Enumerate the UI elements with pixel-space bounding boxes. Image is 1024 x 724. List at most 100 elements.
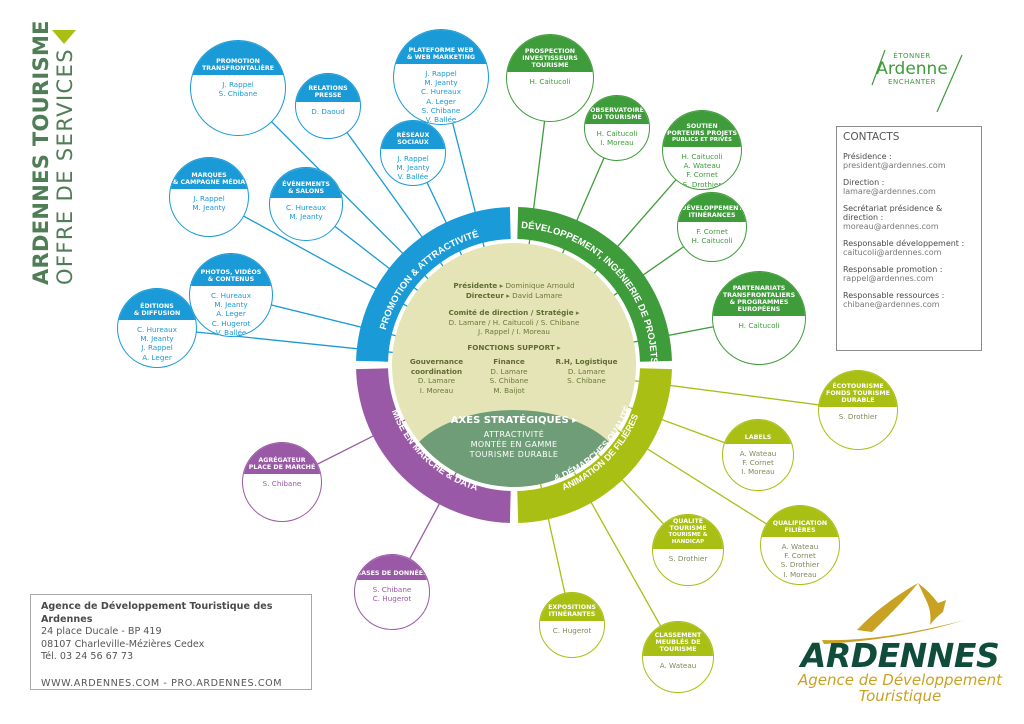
contacts-box: CONTACTS Présidence :president@ardennes.… (836, 126, 982, 351)
member-name: V. Ballée (397, 172, 429, 182)
member-name: S. Chibane (262, 479, 302, 488)
member-name: J. Rappel (193, 194, 225, 203)
member-name: H. Caitucoli (529, 77, 571, 86)
node-title-line: PLACE DE MARCHÉ (248, 464, 316, 471)
member-name: A. Wateau (781, 542, 819, 551)
brand-slash-left (871, 49, 886, 86)
node-title-line: TRANSFRONTALIERS (722, 292, 796, 299)
node-title-line: & DIFFUSION (133, 310, 181, 317)
sector-developpement[interactable] (517, 207, 672, 362)
node-title-line: ÉDITIONS (140, 303, 174, 310)
member-name: M. Jeanty (424, 78, 458, 88)
contact-email[interactable]: president@ardennes.com (843, 161, 946, 170)
member-name: H. Caitucoli (596, 129, 638, 138)
comite-line-1: D. Lamare / H. Caitucoli / S. Chibane (448, 317, 580, 327)
fonctions-label: FONCTIONS SUPPORT (467, 342, 555, 352)
agency-name: Agence de Développement Touristique des … (41, 601, 273, 625)
sector-animation[interactable] (517, 368, 672, 523)
directeur-label: Directeur (465, 290, 504, 300)
brand-name: Ardenne (876, 59, 948, 79)
logo-tagline-2: Touristique (858, 687, 942, 705)
node-title-line: PROMOTION (216, 58, 260, 65)
contact-label: Responsable développement : (843, 239, 965, 248)
sector-promotion[interactable] (356, 207, 511, 362)
node-title-line: ITINÉRANCES (688, 212, 736, 219)
address-phone: Tél. 03 24 56 67 73 (41, 651, 134, 662)
member-name: S. Drothier (682, 179, 722, 189)
contact-email[interactable]: caitucoli@ardennes.com (843, 248, 942, 257)
node-title-line: LABELS (744, 434, 772, 441)
node-title-line: ITINÉRANTES (548, 611, 596, 618)
axes-band (402, 410, 626, 487)
logo-mountain-icon (822, 583, 965, 644)
member-name: J. Rappel (222, 80, 254, 89)
member-name: A. Wateau (683, 161, 721, 171)
contact-email[interactable]: chibane@ardennes.com (843, 300, 940, 309)
member-name: F. Cornet (696, 227, 728, 236)
presidente-label: Présidente (453, 281, 498, 290)
triangle-marker-icon (52, 30, 76, 44)
member-name: C. Hureaux (137, 325, 177, 334)
member-name: M. Jeanty (140, 334, 174, 344)
contact-email[interactable]: moreau@ardennes.com (843, 222, 939, 231)
node-members: D. Daoud (311, 102, 345, 116)
node-title-line: SOCIAUX (397, 139, 429, 146)
sector-marche[interactable] (356, 368, 511, 523)
member-name: M. Jeanty (214, 300, 248, 310)
member-name: H. Caitucoli (681, 152, 723, 161)
node-title-line: PORTEURS PROJETS (666, 130, 738, 137)
node-title-line: DU TOURISME (592, 114, 642, 121)
member-name: V. Ballée (215, 327, 247, 337)
node-title-line: DÉVELOPPEMENT (681, 205, 743, 212)
node-title-line: FONDS TOURISME (826, 390, 890, 397)
member-name: J. Rappel (425, 69, 457, 78)
member-name: I. Moreau (600, 138, 634, 148)
contact-email[interactable]: lamare@ardennes.com (843, 187, 936, 196)
member-name: S. Drothier (780, 560, 820, 570)
member-name: F. Cornet (686, 170, 718, 180)
contact-label: Responsable ressources : (843, 291, 945, 300)
member-name: C. Hureaux (286, 203, 326, 212)
website-links[interactable]: WWW.ARDENNES.COM - PRO.ARDENNES.COM (41, 677, 283, 689)
node-title-line: CLASSEMENT (654, 632, 702, 639)
node-title-line: SOUTIEN (686, 123, 718, 130)
member-name: S. Drothier (838, 412, 878, 421)
logo-tagline-1: Agence de Développement (797, 671, 1002, 689)
member-name: M. Jeanty (289, 212, 323, 222)
node-title-line: FILIÈRES (784, 527, 816, 534)
member-name: I. Moreau (783, 569, 817, 579)
contact-label: Présidence : (843, 152, 892, 161)
contact-email[interactable]: rappel@ardennes.com (843, 274, 934, 283)
node-title-line: TRANSFRONTALIÈRE (201, 65, 275, 72)
contact-label: Responsable promotion : (843, 265, 943, 274)
node-title-line: & PROGRAMMES (729, 299, 789, 306)
